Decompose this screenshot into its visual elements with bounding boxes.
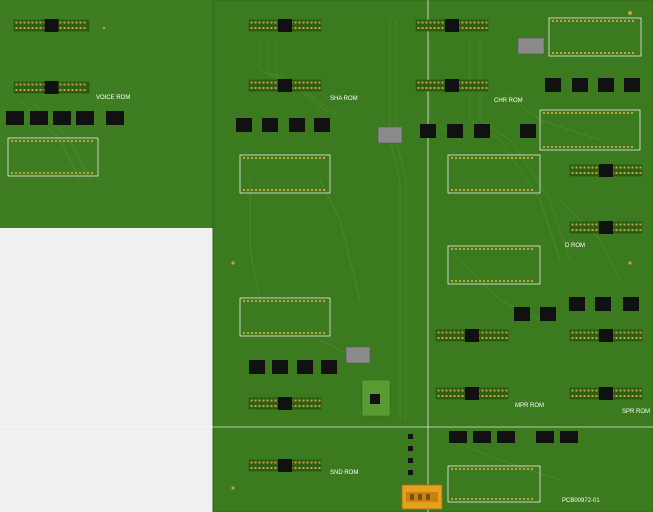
ic-chip <box>514 307 530 321</box>
ic-chip <box>321 360 337 374</box>
gray-chip <box>345 37 545 364</box>
dip-socket <box>239 154 331 194</box>
ic-chip <box>449 431 467 443</box>
ic-chip <box>289 118 305 132</box>
ic-chip <box>536 431 554 443</box>
ic-chip <box>447 124 463 138</box>
ic-chip <box>598 78 614 92</box>
pcb-traces <box>19 20 621 481</box>
pcb-board-main <box>213 0 653 512</box>
label-sha-rom: SHA ROM <box>330 96 358 102</box>
ic-chip <box>30 111 48 125</box>
ic-chip <box>106 111 124 125</box>
pin-header <box>248 79 322 92</box>
power-connector <box>401 484 443 510</box>
ic-chip <box>624 78 640 92</box>
ic-chip <box>497 431 515 443</box>
ic-chip <box>540 307 556 321</box>
pin-header <box>248 19 322 32</box>
ic-chip <box>76 111 94 125</box>
ic-chip <box>569 297 585 311</box>
ic-chip <box>236 118 252 132</box>
small-diodes <box>408 434 413 475</box>
ic-chip <box>560 431 578 443</box>
dip-socket <box>7 137 99 177</box>
dip-socket <box>548 17 642 57</box>
ic-chip <box>297 360 313 374</box>
label-d-rom: D ROM <box>565 243 585 249</box>
pin-header <box>248 459 322 472</box>
pin-header <box>13 19 90 32</box>
ic-chip <box>623 297 639 311</box>
pin-header <box>415 19 489 32</box>
dip-socket-group <box>7 17 642 503</box>
pin-header <box>569 164 643 177</box>
label-snd-rom: SND ROM <box>330 470 358 476</box>
ic-chip <box>545 78 561 92</box>
pin-header <box>415 79 489 92</box>
ic-chip <box>6 111 24 125</box>
dip-socket <box>447 465 541 503</box>
pin-header <box>13 81 90 94</box>
ic-chip <box>272 360 288 374</box>
pin-header <box>248 397 322 410</box>
ic-chip <box>572 78 588 92</box>
ic-chip <box>420 124 436 138</box>
pin-header-group <box>13 19 643 472</box>
pin-header <box>435 329 509 342</box>
ic-chip <box>314 118 330 132</box>
label-mpr-rom: MPR ROM <box>515 403 544 409</box>
pin-header <box>569 387 643 400</box>
ic-chip <box>53 111 71 125</box>
dip-socket <box>447 245 541 285</box>
pin-header <box>569 329 643 342</box>
dip-socket <box>539 109 641 151</box>
chip-group <box>6 78 640 443</box>
pin-header <box>435 387 509 400</box>
label-chr-rom: CHR ROM <box>494 98 523 104</box>
pin-header <box>569 221 643 234</box>
label-voice-rom: VOICE ROM <box>96 95 130 101</box>
ic-chip <box>474 124 490 138</box>
dip-socket <box>447 154 541 194</box>
ic-chip <box>473 431 491 443</box>
label-part-number: PCB00972-01 <box>562 498 600 504</box>
ic-chip <box>249 360 265 374</box>
ic-chip <box>595 297 611 311</box>
dip-socket <box>239 297 331 337</box>
ic-chip <box>520 124 536 138</box>
label-spr-rom: SPR ROM <box>622 409 650 415</box>
mounting-holes <box>102 11 632 490</box>
ic-chip <box>262 118 278 132</box>
